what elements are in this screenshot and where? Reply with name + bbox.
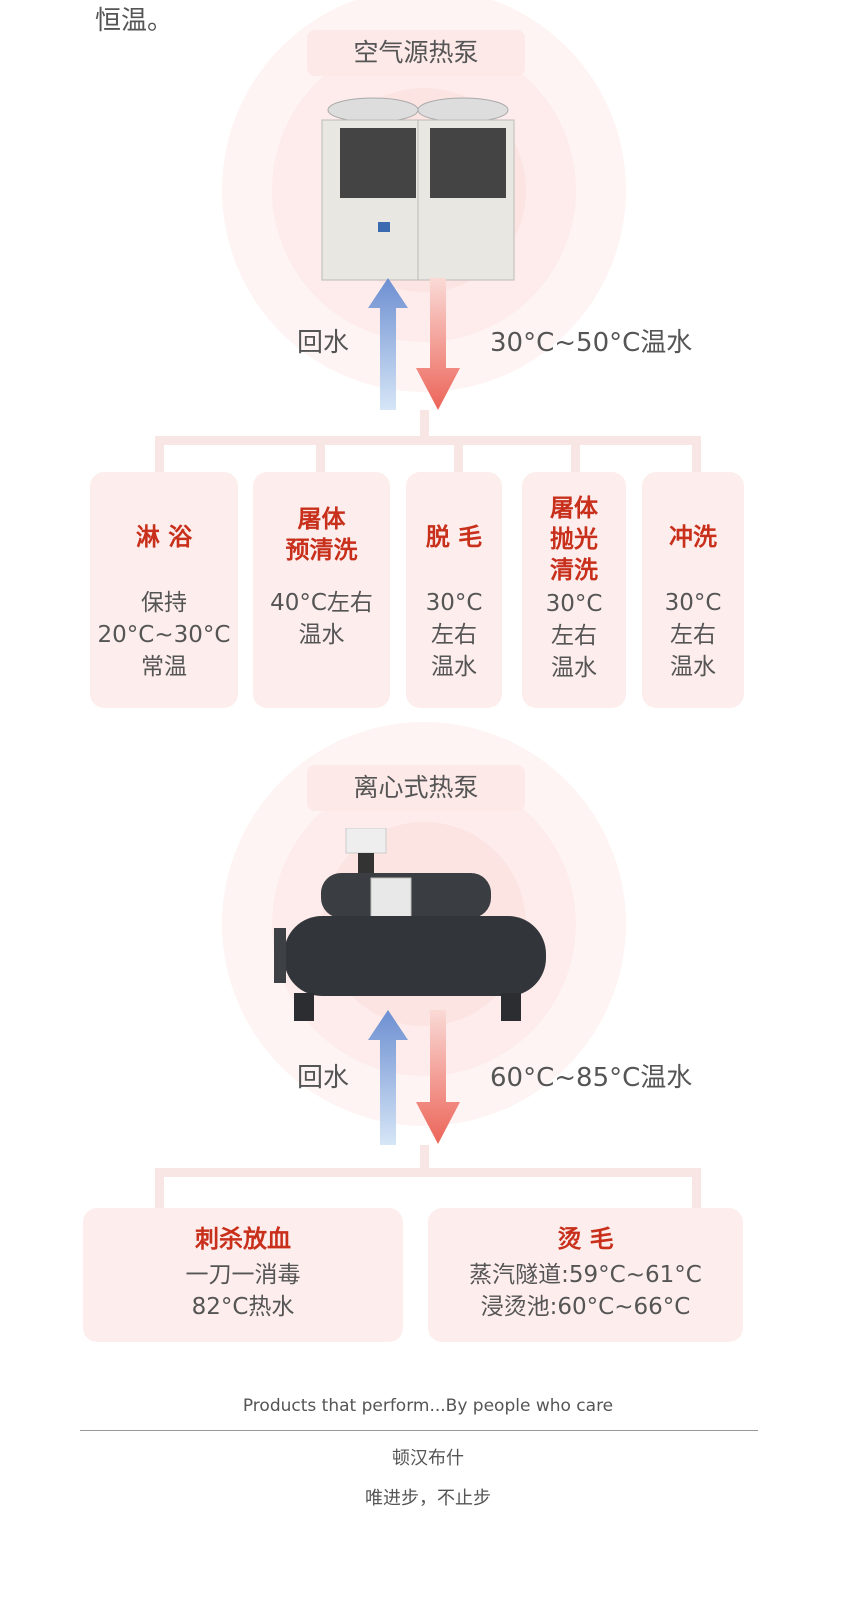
supply-arrow-down-icon — [416, 1010, 460, 1144]
flow-arrows — [368, 278, 460, 410]
return-arrow-up-icon — [368, 278, 408, 410]
section-title: 离心式热泵 — [307, 765, 525, 811]
return-arrow-up-icon — [368, 1010, 408, 1145]
supply-water-label: 30°C~50°C温水 — [490, 328, 693, 358]
intro-text: 恒温。 — [95, 6, 174, 36]
centrifugal-heat-pump-image — [274, 828, 546, 1021]
slogan-chinese: 唯进步，不止步 — [365, 1488, 491, 1509]
slogan-english: Products that perform...By people who ca… — [242, 1396, 614, 1416]
footer-divider — [80, 1430, 758, 1431]
return-water-label: 回水 — [297, 328, 350, 358]
supply-water-label: 60°C~85°C温水 — [490, 1063, 693, 1093]
flow-arrows — [368, 1010, 460, 1145]
brand-name: 顿汉布什 — [392, 1448, 464, 1469]
section-title: 空气源热泵 — [307, 30, 525, 76]
application-card-pre-wash: 屠体预清洗 40°C左右温水 — [253, 472, 390, 708]
air-source-heat-pump-image — [321, 97, 515, 281]
return-water-label: 回水 — [297, 1063, 350, 1093]
supply-arrow-down-icon — [416, 278, 460, 410]
